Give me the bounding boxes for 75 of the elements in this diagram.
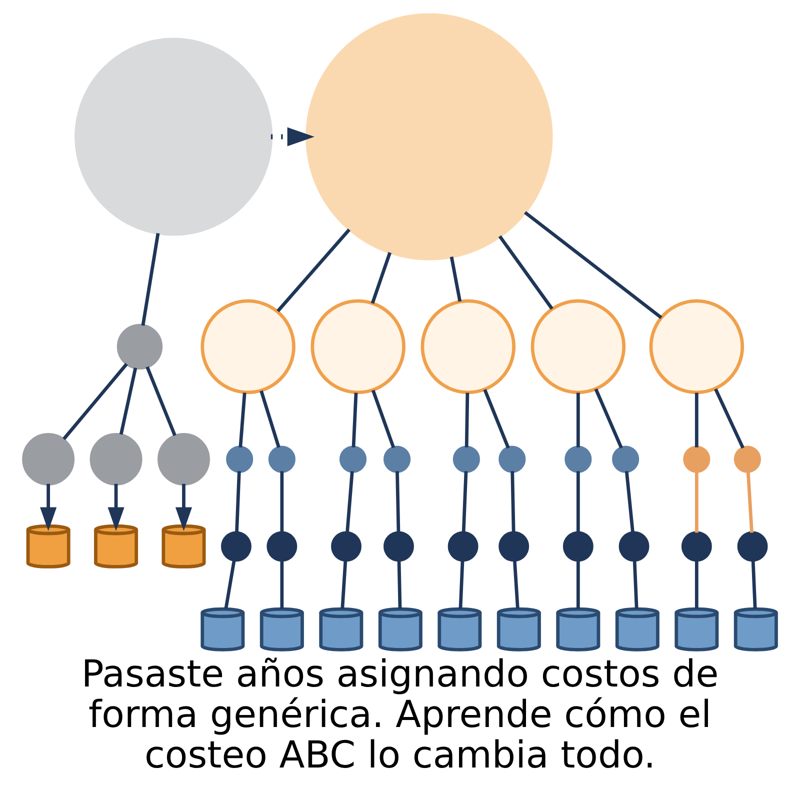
node-circle (612, 446, 640, 473)
node-circle (339, 446, 367, 473)
node-circle (331, 531, 362, 562)
connector (714, 388, 744, 449)
connector (512, 560, 520, 609)
arrow (175, 484, 192, 531)
connector (280, 471, 284, 533)
node-circle (530, 299, 626, 394)
connector (458, 560, 464, 609)
node-circle (306, 13, 553, 260)
node-circle (734, 446, 761, 473)
connector (632, 560, 638, 609)
connector (462, 471, 468, 533)
node-circle (268, 446, 296, 473)
node-circle (384, 531, 414, 562)
connector (524, 211, 662, 319)
connector (340, 560, 348, 609)
node-circle (683, 446, 710, 473)
connector (62, 362, 128, 440)
arrow (270, 127, 314, 146)
connector (224, 560, 236, 609)
connector (576, 560, 580, 609)
connector (260, 390, 280, 448)
node-circle (22, 433, 75, 486)
node-circle (562, 531, 594, 562)
connector (119, 368, 138, 435)
connector (238, 392, 246, 448)
connector (276, 228, 350, 312)
connector (464, 392, 470, 448)
arrow (108, 484, 124, 531)
node-circle (681, 531, 712, 562)
connector (352, 392, 358, 448)
node-circle (158, 433, 210, 486)
connector (594, 388, 623, 449)
node-circle (116, 324, 163, 370)
connector (280, 560, 284, 609)
node-circle (420, 299, 516, 394)
connector (370, 252, 392, 304)
connector (235, 471, 241, 533)
connector (576, 392, 580, 448)
node-circle (74, 38, 273, 236)
node-circle (448, 531, 478, 562)
node-circle (310, 299, 406, 394)
arrow (40, 484, 57, 531)
node-circle (452, 446, 480, 473)
node-circle (564, 446, 592, 473)
connector (396, 471, 400, 533)
node-circle (90, 433, 142, 486)
node-circle (200, 299, 296, 394)
connector (483, 389, 510, 449)
connector (146, 366, 176, 436)
connector (498, 235, 554, 310)
node-circle (498, 446, 526, 473)
connector (694, 560, 698, 609)
node-circle (649, 299, 744, 394)
node-circle (220, 531, 252, 562)
node-circle (737, 531, 768, 562)
node-circle (226, 446, 254, 473)
connector (346, 471, 354, 533)
node-circle (266, 531, 298, 562)
connector (141, 232, 160, 326)
connector (694, 471, 698, 533)
caption: Pasaste años asignando costos de forma genérica. Aprende cómo el costeo ABC lo cambia todo. (81, 651, 719, 777)
connector (576, 471, 580, 533)
connector (397, 560, 402, 609)
connector (371, 390, 396, 448)
connector (510, 471, 516, 533)
connector (746, 471, 754, 533)
connector (624, 471, 634, 533)
node-circle (498, 531, 530, 562)
connector (694, 392, 698, 448)
connector (450, 256, 462, 302)
node-circle (618, 531, 650, 562)
connector (751, 560, 757, 609)
node-circle (384, 446, 411, 473)
